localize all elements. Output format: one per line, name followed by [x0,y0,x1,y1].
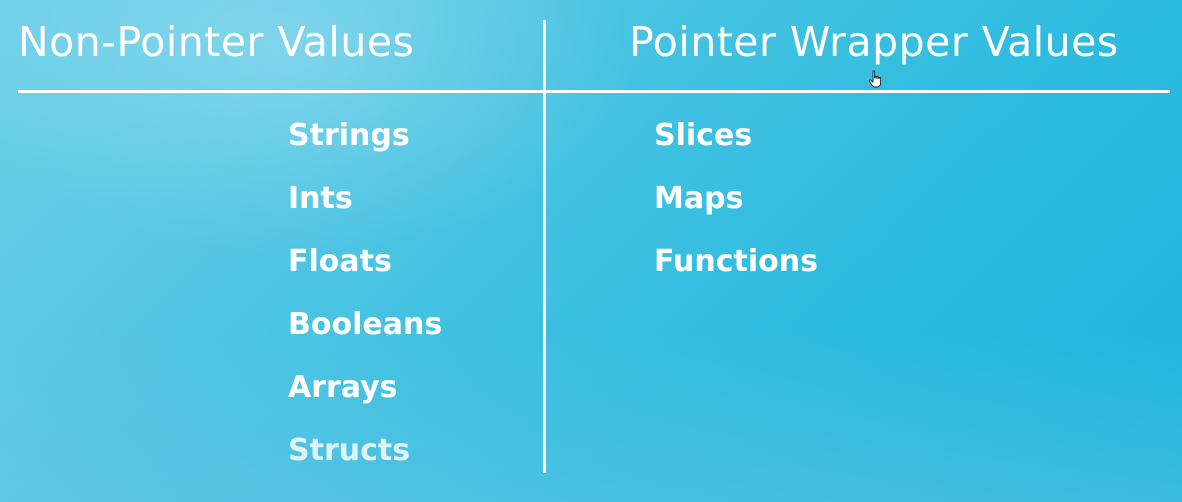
non-pointer-values-heading: Non-Pointer Values [18,18,415,66]
horizontal-divider [18,90,1170,93]
list-item-maps: Maps [654,181,744,216]
list-item-ints: Ints [288,181,353,216]
pointer-wrapper-values-list: Slices Maps Functions [654,116,818,305]
hand-pointer-cursor-icon [868,70,882,88]
list-item-slices: Slices [654,118,753,153]
list-item-structs: Structs [288,433,411,468]
pointer-wrapper-values-heading: Pointer Wrapper Values [629,18,1119,66]
list-item-arrays: Arrays [288,370,398,405]
list-item-strings: Strings [288,118,410,153]
list-item-functions: Functions [654,244,818,279]
vertical-divider [543,20,546,473]
non-pointer-values-list: Strings Ints Floats Booleans Arrays Stru… [288,116,442,494]
list-item-floats: Floats [288,244,392,279]
list-item-booleans: Booleans [288,307,443,342]
